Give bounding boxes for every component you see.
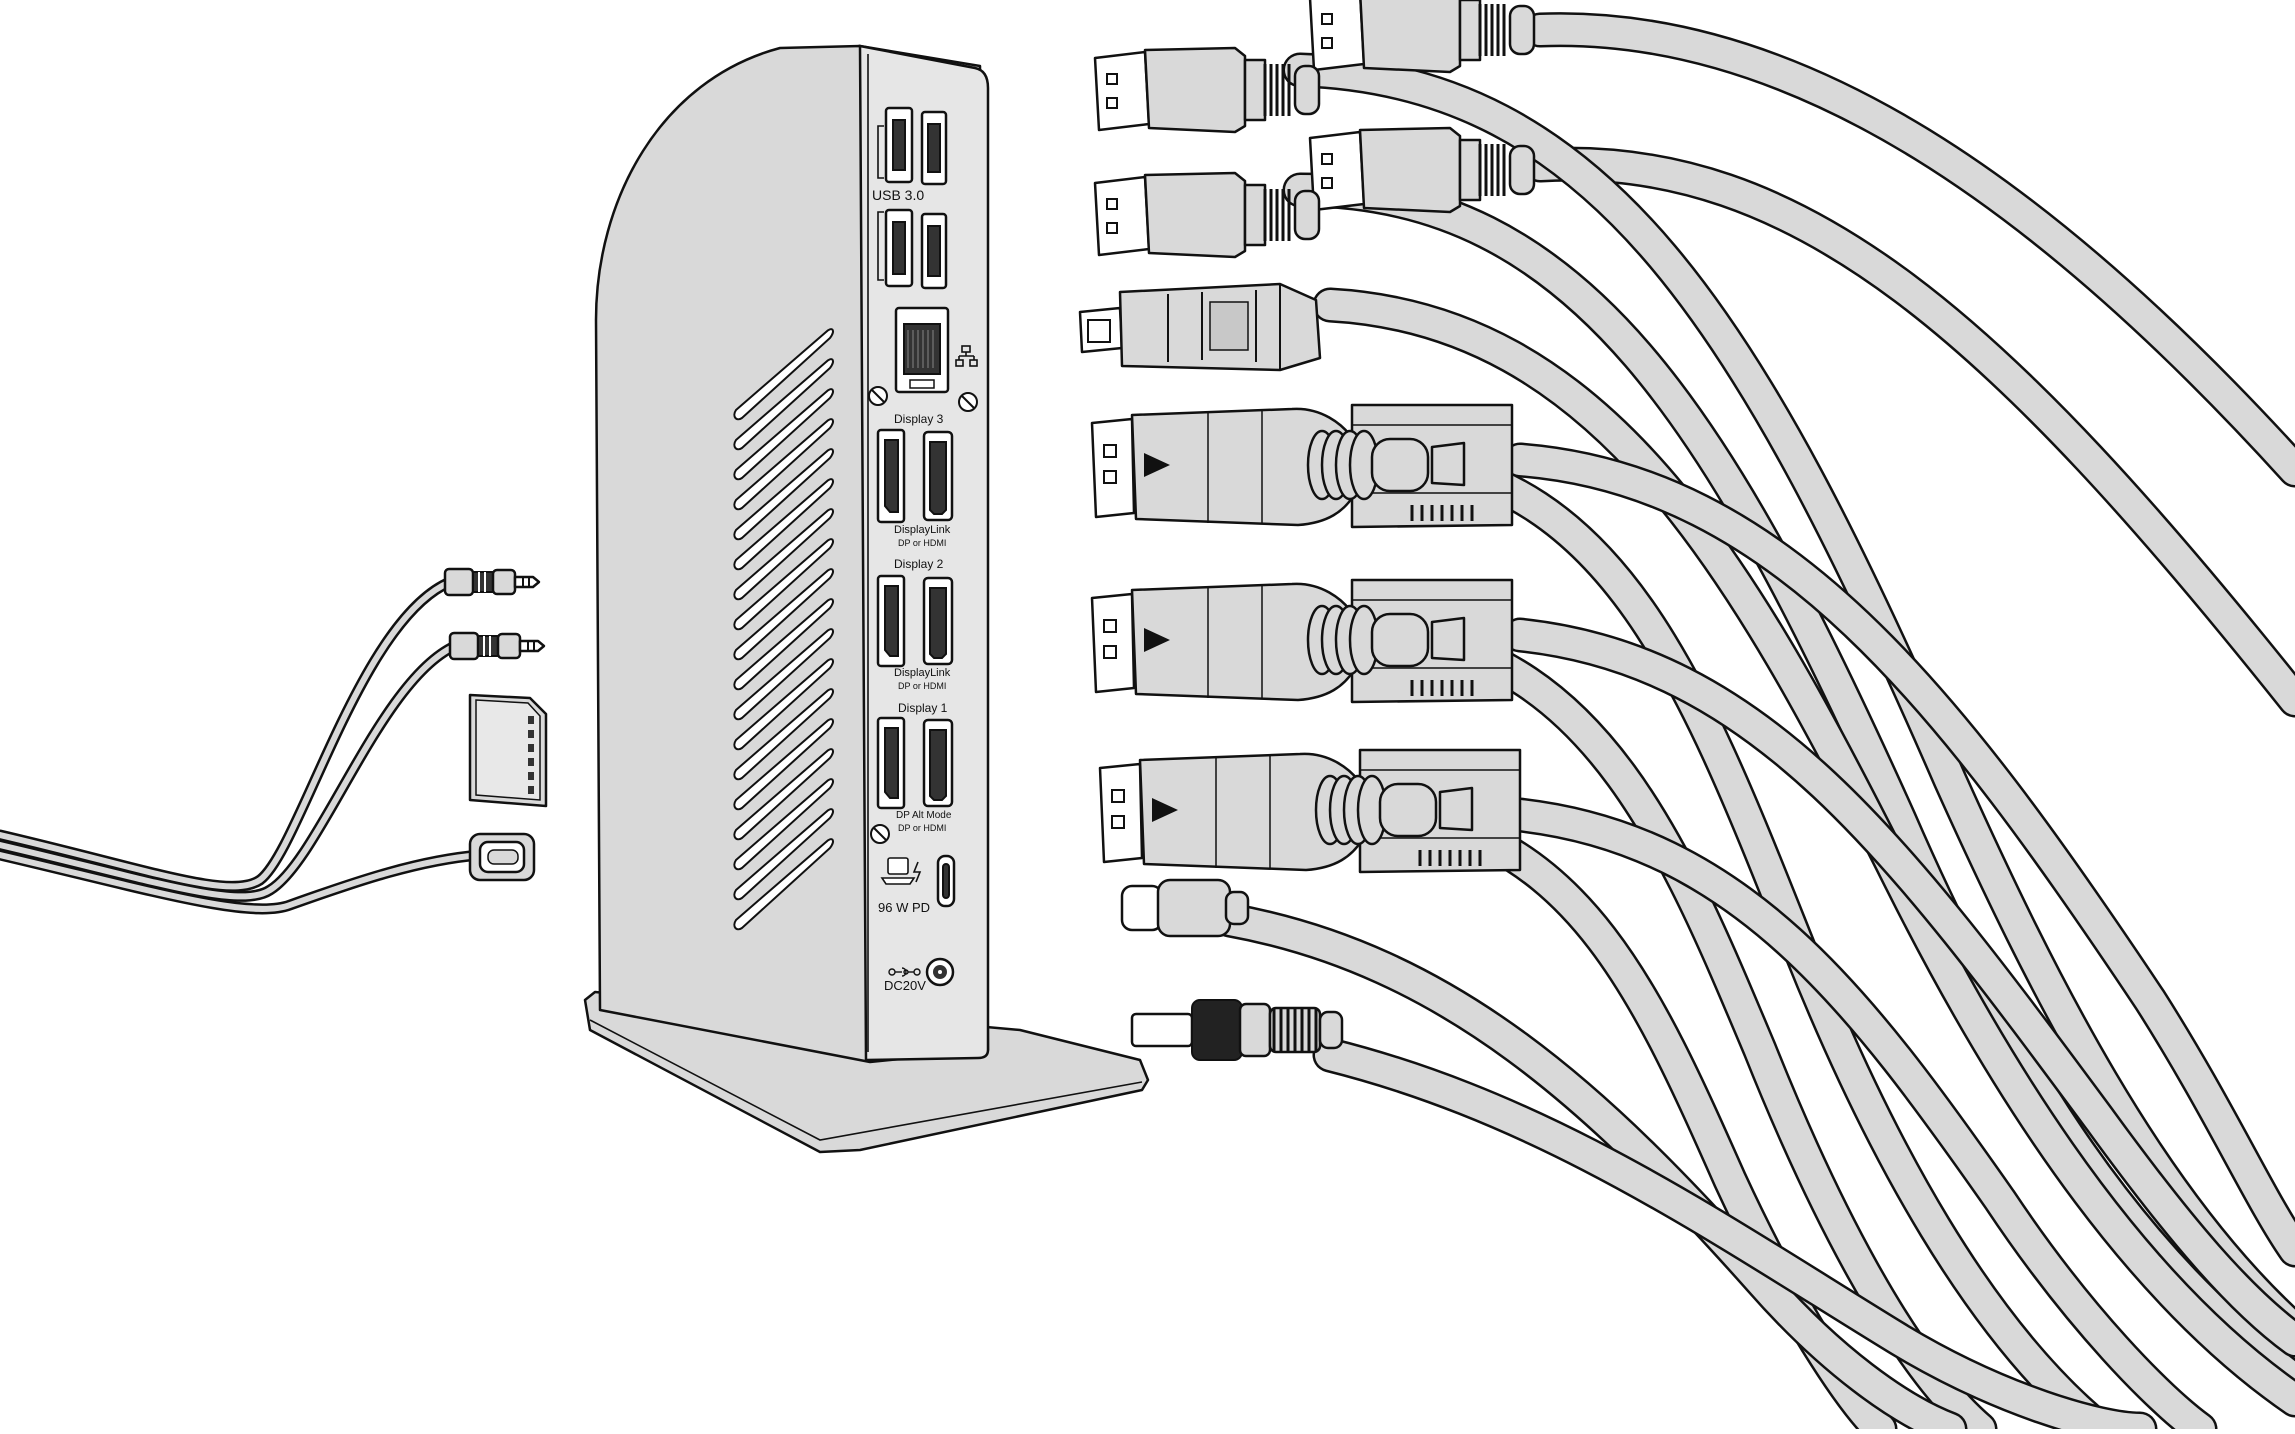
audio-jack-plug bbox=[448, 631, 546, 661]
usb-3-ports: USB 3.0 bbox=[872, 106, 948, 290]
vent-slot bbox=[733, 778, 834, 871]
vent-slot bbox=[733, 628, 834, 721]
sd-card bbox=[468, 693, 548, 808]
display1-label: Display 1 bbox=[898, 701, 948, 715]
vent-slot bbox=[733, 358, 834, 451]
ethernet-plug bbox=[1078, 282, 1322, 372]
vent-slot bbox=[733, 478, 834, 571]
display1-sub2: DP or HDMI bbox=[898, 823, 946, 833]
vent-slot bbox=[733, 718, 834, 811]
dc-power-jack[interactable] bbox=[925, 957, 955, 987]
ethernet-port[interactable] bbox=[894, 306, 950, 394]
usb-a-plug-pair bbox=[1093, 126, 1536, 259]
displayport-hdmi-pair bbox=[1098, 748, 1522, 874]
vent-slot bbox=[733, 508, 834, 601]
vent-slot bbox=[733, 838, 834, 931]
vent-slot bbox=[733, 658, 834, 751]
usb-a-plug-front bbox=[1093, 171, 1321, 259]
display3-label: Display 3 bbox=[894, 412, 944, 426]
vent-slot bbox=[733, 568, 834, 661]
vent-slot bbox=[733, 538, 834, 631]
vent-slot bbox=[733, 688, 834, 781]
display3-sub2: DP or HDMI bbox=[898, 538, 946, 548]
left-connectors bbox=[443, 567, 548, 882]
vent-slots bbox=[733, 328, 834, 931]
vent-slot bbox=[733, 328, 834, 421]
cable bbox=[0, 852, 483, 912]
display2-label: Display 2 bbox=[894, 557, 944, 571]
usb-c-plug bbox=[1120, 878, 1250, 938]
usb-c-plug bbox=[468, 832, 536, 882]
display3-sub1: DisplayLink bbox=[894, 524, 951, 536]
display2-sub1: DisplayLink bbox=[894, 667, 951, 679]
cable bbox=[1505, 620, 2295, 1355]
usb-c-pd-port[interactable] bbox=[936, 854, 956, 908]
cable-outline bbox=[0, 576, 456, 892]
cable bbox=[0, 643, 458, 900]
cable-bundle-right bbox=[1212, 12, 2295, 1434]
display1-sub1: DP Alt Mode bbox=[896, 810, 952, 821]
displayport-hdmi-pair bbox=[1090, 578, 1514, 704]
cable bbox=[1525, 149, 2295, 715]
right-connectors bbox=[1078, 0, 1536, 1061]
docking-station bbox=[583, 44, 1150, 1154]
network-icon bbox=[955, 345, 978, 367]
dc-barrel-plug bbox=[1130, 999, 1344, 1061]
display1-ports bbox=[876, 716, 954, 810]
cable bbox=[1525, 14, 2295, 485]
dc-label: DC20V bbox=[884, 978, 926, 993]
vent-slot bbox=[733, 598, 834, 691]
display2-ports bbox=[876, 574, 954, 668]
pd-label: 96 W PD bbox=[878, 900, 930, 915]
vent-slot bbox=[733, 418, 834, 511]
audio-jack-plug bbox=[443, 567, 541, 597]
cable bbox=[1315, 1040, 2155, 1434]
usb-a-plug-front bbox=[1093, 46, 1321, 134]
screw bbox=[870, 824, 890, 844]
cable bbox=[0, 579, 453, 890]
dc-symbol-icon bbox=[888, 967, 921, 977]
cable bbox=[1505, 445, 2295, 1265]
usb-a-plug-pair bbox=[1093, 0, 1536, 134]
vent-slot bbox=[733, 388, 834, 481]
laptop-power-icon bbox=[880, 857, 922, 885]
usb-a-plug-back bbox=[1308, 126, 1536, 214]
display3-ports bbox=[876, 428, 954, 524]
display2-sub2: DP or HDMI bbox=[898, 681, 946, 691]
vent-slot bbox=[733, 748, 834, 841]
screw bbox=[958, 392, 978, 412]
vent-slot bbox=[733, 448, 834, 541]
displayport-hdmi-pair bbox=[1090, 403, 1514, 529]
vent-slot bbox=[733, 808, 834, 901]
usb-label: USB 3.0 bbox=[872, 187, 924, 203]
cable-bundle-left bbox=[0, 576, 486, 915]
screw bbox=[868, 386, 888, 406]
usb-a-plug-back bbox=[1308, 0, 1536, 74]
cable bbox=[1505, 800, 2215, 1434]
dock-port-panel: USB 3.0 Display bbox=[868, 106, 978, 993]
